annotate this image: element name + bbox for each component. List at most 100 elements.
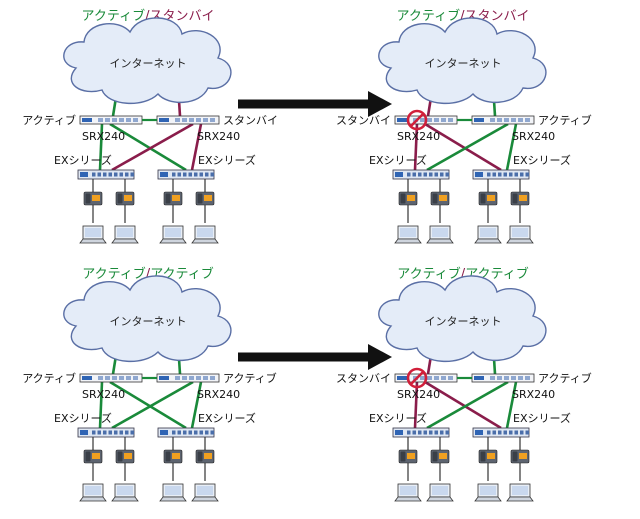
ip-phone-icon: [83, 449, 103, 464]
phone-handset: [480, 451, 486, 462]
router-port: [126, 376, 131, 380]
srx-right-label: SRX240: [512, 130, 555, 143]
laptop-display: [165, 228, 181, 237]
arrow-head: [368, 344, 392, 370]
srx-router-left-icon: [79, 373, 143, 383]
router-port: [112, 118, 117, 122]
link-left-srx-left-ex: [98, 381, 104, 429]
arrow-shaft: [238, 352, 370, 362]
srx-router-left-icon: [79, 115, 143, 125]
phone-handset: [165, 451, 171, 462]
router-port: [518, 118, 523, 122]
ex-switch-right-icon: [157, 427, 215, 438]
laptop-icon: [159, 225, 187, 244]
phone-screen: [487, 453, 495, 459]
ex-switch-left-icon: [77, 427, 135, 438]
arrow-shaft: [238, 99, 370, 109]
router-port: [133, 118, 138, 122]
switch-port: [188, 430, 192, 435]
laptop-icon: [111, 225, 139, 244]
srx-router-right-icon: [471, 115, 535, 125]
router-port: [490, 118, 495, 122]
router-port: [434, 118, 439, 122]
router-port: [175, 376, 180, 380]
laptop-display: [432, 486, 448, 495]
router-port: [189, 118, 194, 122]
switch-port: [103, 172, 107, 177]
ex-right-label: EXシリーズ: [198, 153, 256, 167]
switch-port: [503, 172, 507, 177]
ip-phone-icon: [115, 191, 135, 206]
srx-left-label: SRX240: [397, 130, 440, 143]
phone-handset: [512, 451, 518, 462]
laptop-icon: [79, 483, 107, 502]
laptop-display: [512, 486, 528, 495]
switch-port: [199, 172, 203, 177]
switch-port: [514, 172, 518, 177]
switch-port: [520, 430, 524, 435]
title-part-sep: /: [461, 267, 466, 282]
no-ring: [406, 367, 428, 389]
switch-port: [407, 430, 411, 435]
laptop-base: [426, 496, 454, 502]
switch-port: [114, 172, 118, 177]
panel-title: アクティブ/スタンバイ: [397, 8, 530, 24]
laptop-display: [480, 486, 496, 495]
switch-logo-mark: [395, 172, 403, 177]
srx-router-right-icon: [156, 115, 220, 125]
link-right-srx-left-ex: [111, 122, 194, 172]
router-port: [490, 376, 495, 380]
router-port: [427, 376, 432, 380]
ip-phone-icon: [163, 449, 183, 464]
switch-logo-mark: [475, 172, 483, 177]
phone-handset: [85, 451, 91, 462]
no-slash: [410, 113, 424, 127]
phone-screen: [439, 195, 447, 201]
laptop-display: [400, 228, 416, 237]
router-port: [182, 118, 187, 122]
laptop-display: [85, 486, 101, 495]
link-right-srx-right-ex: [190, 381, 203, 429]
left-srx-state-label: アクティブ: [22, 113, 76, 127]
switch-port: [183, 430, 187, 435]
router-port: [434, 376, 439, 380]
switch-port: [108, 172, 112, 177]
laptop-base: [159, 496, 187, 502]
laptop-icon: [394, 225, 422, 244]
laptop-base: [394, 496, 422, 502]
phone-handset: [197, 451, 203, 462]
srx-left-label: SRX240: [397, 388, 440, 401]
right-arrow-icon: [238, 91, 392, 117]
switch-port: [125, 430, 129, 435]
laptop-icon: [506, 483, 534, 502]
srx-left-label: SRX240: [82, 130, 125, 143]
router-port: [420, 118, 425, 122]
cloud-shape: [378, 275, 547, 363]
switch-port: [130, 172, 134, 177]
switch-logo-mark: [475, 430, 483, 435]
laptop-base: [79, 496, 107, 502]
switch-port: [412, 172, 416, 177]
laptop-icon: [191, 483, 219, 502]
switch-port: [503, 430, 507, 435]
phone-screen: [519, 195, 527, 201]
router-logo-mark: [474, 376, 484, 380]
link-right-srx-right-ex: [190, 123, 203, 171]
phone-handset: [85, 193, 91, 204]
phone-screen: [172, 453, 180, 459]
srx-router-right-icon: [156, 373, 220, 383]
switch-port: [183, 172, 187, 177]
laptop-icon: [474, 225, 502, 244]
laptop-icon: [426, 483, 454, 502]
laptop-icon: [474, 483, 502, 502]
router-port: [448, 118, 453, 122]
link-right-srx-right-ex: [505, 123, 518, 171]
laptop-display: [400, 486, 416, 495]
router-logo-mark: [474, 118, 484, 122]
ip-phone-icon: [195, 449, 215, 464]
router-port: [119, 376, 124, 380]
left-srx-state-label: アクティブ: [22, 371, 76, 385]
srx-right-label: SRX240: [197, 130, 240, 143]
